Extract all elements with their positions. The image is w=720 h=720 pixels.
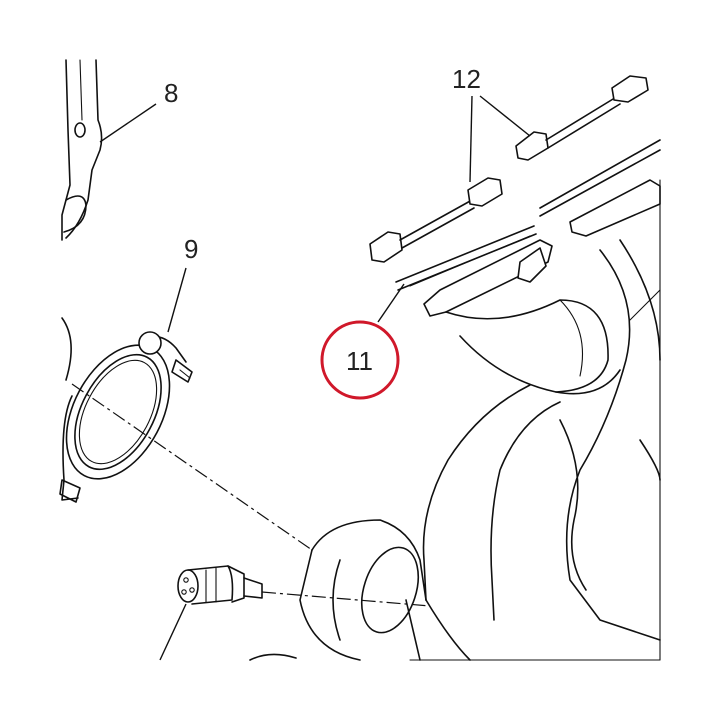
- callout-9: 9: [167, 234, 198, 333]
- callout-8: 8: [99, 78, 178, 143]
- callout-8-label: 8: [164, 78, 178, 108]
- part-11-exhaust-manifold: [249, 139, 661, 661]
- callout-11-highlight-circle: [320, 320, 400, 400]
- part-8-gasket: [61, 59, 103, 241]
- part-9-clamp: [59, 317, 193, 503]
- oxygen-sensor: [177, 565, 263, 605]
- part-12-gasket-upper: [515, 75, 649, 161]
- callout-11-label: 11: [346, 346, 373, 376]
- callout-9-label: 9: [184, 234, 198, 264]
- part-12-gasket-lower: [369, 177, 503, 263]
- sensor-leader-line: [159, 603, 187, 661]
- callout-11: 11: [346, 283, 405, 376]
- center-line-clamp: [71, 383, 313, 551]
- callout-12-label: 12: [452, 64, 481, 94]
- callout-12: 12: [452, 64, 531, 183]
- center-line-sensor: [261, 591, 431, 607]
